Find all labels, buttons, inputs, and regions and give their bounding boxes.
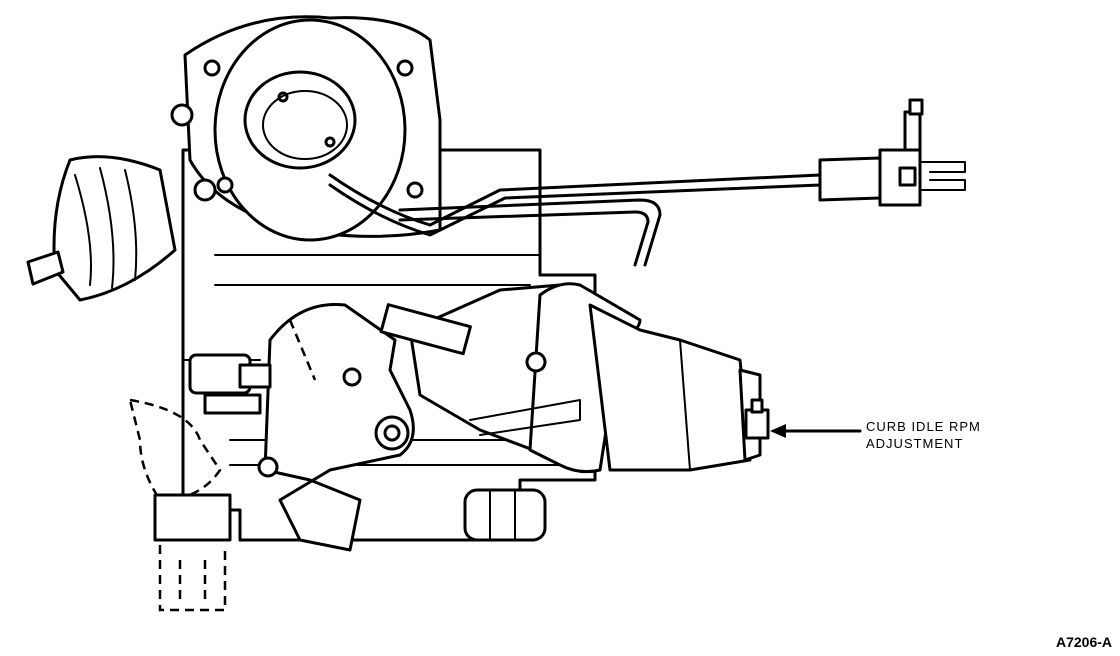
choke-pulloff-diaphragm xyxy=(26,103,217,302)
side-connector xyxy=(188,353,272,415)
throttle-lever xyxy=(257,302,472,552)
callout-label: CURB IDLE RPM ADJUSTMENT xyxy=(866,418,981,452)
base-flange xyxy=(153,493,232,612)
dashed-outline xyxy=(128,398,222,502)
callout-arrow xyxy=(770,424,862,438)
callout-line-2: ADJUSTMENT xyxy=(866,436,964,451)
air-horn xyxy=(183,15,442,242)
figure-id: A7206-A xyxy=(1055,634,1112,650)
fuel-line xyxy=(328,98,966,267)
curb-idle-screw xyxy=(744,398,770,440)
callout-line-1: CURB IDLE RPM xyxy=(866,419,981,434)
bottom-connector xyxy=(463,488,547,542)
